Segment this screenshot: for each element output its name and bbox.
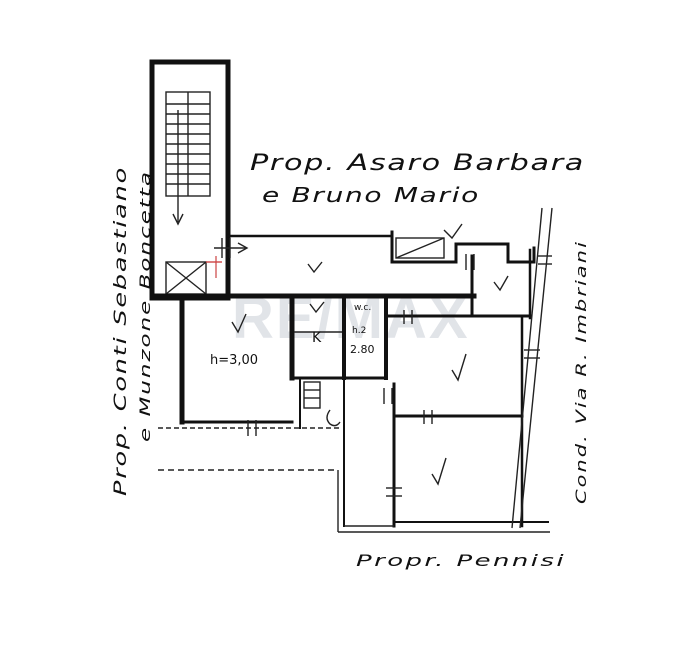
boundary-lines [158, 207, 553, 533]
room-height-label: h=3,00 [210, 353, 258, 368]
stair-treads [166, 92, 210, 196]
wc-height-value: 2.80 [350, 343, 375, 356]
wc-height-label: h.2 [352, 326, 366, 336]
north-owner-line1: Prop. Asaro Barbara [250, 151, 585, 176]
east-owner-label: Cond. Via R. Imbriani [574, 240, 590, 504]
south-owner-label: Propr. Pennisi [356, 551, 566, 570]
room-check-marks [231, 223, 509, 486]
west-owner-line2: e Munzone Boncetta [138, 170, 154, 442]
entry-arrow-icon [214, 238, 249, 258]
door-marks [247, 254, 552, 497]
apartment-walls [149, 230, 549, 528]
stairwell [149, 59, 249, 301]
north-owner-line2: e Bruno Mario [262, 183, 480, 207]
lift-box [165, 256, 222, 295]
wc-label: w.c. [354, 303, 371, 313]
west-owner-line1: Prop. Conti Sebastiano [111, 166, 131, 496]
stair-arrow-icon [172, 110, 184, 226]
kitchen-label: K [312, 330, 322, 346]
